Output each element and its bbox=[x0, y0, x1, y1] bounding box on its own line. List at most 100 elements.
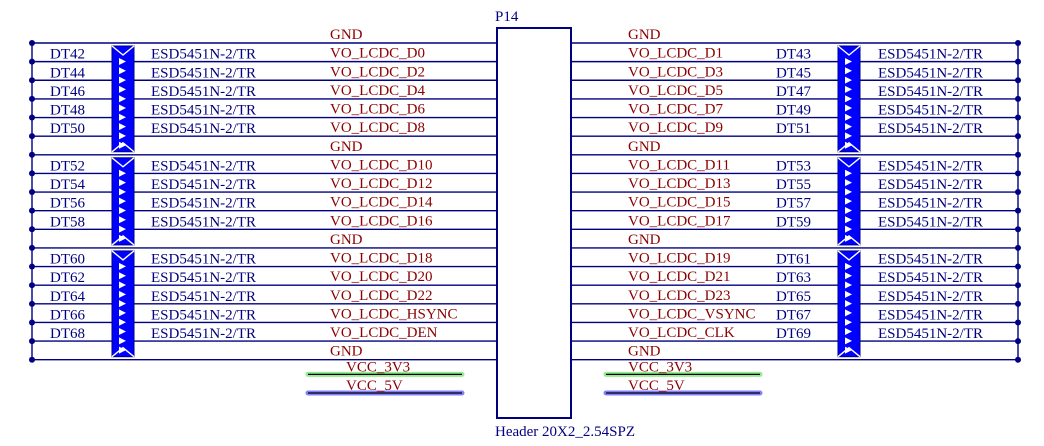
net-label-right: VO_LCDC_D21 bbox=[628, 269, 731, 285]
tvs-designator-right: DT53 bbox=[776, 158, 811, 174]
right-tvs-array-1-diode-tick bbox=[845, 76, 852, 84]
tvs-designator-left: DT64 bbox=[50, 289, 85, 305]
junction-dot-right bbox=[1015, 151, 1021, 158]
left-tvs-array-1-diode-tick bbox=[119, 132, 126, 140]
net-label-right: VO_LCDC_D13 bbox=[628, 176, 731, 192]
left-tvs-array-2-diode-tick bbox=[119, 216, 126, 224]
left-tvs-array-3-chevron-bottom bbox=[111, 346, 135, 358]
right-tvs-array-2-diode-tick bbox=[845, 169, 852, 177]
junction-dot-right bbox=[1015, 189, 1021, 196]
label-layer: 12GNDGND34VO_LCDC_D0VO_LCDC_D1DT42ESD545… bbox=[50, 27, 983, 407]
left-tvs-array-1-diode-tick bbox=[119, 95, 126, 103]
net-label-left: GND bbox=[330, 344, 363, 360]
net-label-right: VO_LCDC_CLK bbox=[628, 325, 735, 341]
tvs-part-number-left: ESD5451N-2/TR bbox=[151, 214, 256, 230]
junction-dot-right bbox=[1015, 244, 1021, 251]
net-label-right: VO_LCDC_D5 bbox=[628, 83, 723, 99]
right-tvs-array-1 bbox=[837, 45, 861, 153]
tvs-part-number-right: ESD5451N-2/TR bbox=[878, 84, 983, 100]
right-tvs-array-1-diode-tick bbox=[845, 58, 852, 65]
left-tvs-array-3-diode-tick bbox=[119, 290, 126, 298]
net-label-right: VCC_5V bbox=[628, 378, 685, 394]
left-tvs-array-3-diode-tick bbox=[119, 337, 126, 345]
right-tvs-array-1-diode-tick bbox=[845, 123, 852, 131]
right-tvs-array-1-diode-tick bbox=[845, 85, 852, 93]
tvs-designator-right: DT51 bbox=[776, 121, 811, 137]
left-tvs-array-2-diode-tick bbox=[119, 225, 126, 233]
junction-dot-right bbox=[1015, 282, 1021, 289]
net-label-left: VO_LCDC_D2 bbox=[330, 64, 425, 80]
right-tvs-array-1-diode-tick bbox=[845, 141, 852, 149]
tvs-designator-right: DT55 bbox=[776, 177, 811, 193]
junction-dot-right bbox=[1015, 58, 1021, 65]
net-label-left: VO_LCDC_D6 bbox=[330, 102, 426, 118]
tvs-designator-right: DT63 bbox=[776, 270, 811, 286]
net-label-right: VO_LCDC_D23 bbox=[628, 288, 731, 304]
tvs-part-number-right: ESD5451N-2/TR bbox=[878, 177, 983, 193]
junction-dot-left bbox=[29, 300, 35, 307]
net-label-left: VO_LCDC_D22 bbox=[330, 288, 433, 304]
left-tvs-array-1-diode-tick bbox=[119, 123, 126, 131]
net-label-right: GND bbox=[628, 139, 661, 155]
right-tvs-array-3 bbox=[837, 250, 861, 358]
net-label-left: GND bbox=[330, 27, 363, 43]
tvs-designator-right: DT69 bbox=[776, 326, 811, 342]
net-label-right: VO_LCDC_D7 bbox=[628, 102, 724, 118]
wire-layer bbox=[29, 40, 1021, 396]
net-label-right: VO_LCDC_D3 bbox=[628, 64, 723, 80]
junction-dot-right bbox=[1015, 319, 1021, 326]
junction-dot-left bbox=[29, 226, 35, 233]
tvs-part-number-left: ESD5451N-2/TR bbox=[151, 158, 256, 174]
junction-dot-right bbox=[1015, 95, 1021, 102]
net-label-right: VO_LCDC_D9 bbox=[628, 120, 723, 136]
tvs-part-number-right: ESD5451N-2/TR bbox=[878, 47, 983, 63]
junction-dot-left bbox=[29, 282, 35, 289]
net-label-left: VO_LCDC_D10 bbox=[330, 157, 433, 173]
tvs-part-number-left: ESD5451N-2/TR bbox=[151, 65, 256, 81]
junction-dot-left bbox=[29, 40, 35, 46]
right-tvs-array-3-diode-tick bbox=[845, 328, 852, 336]
tvs-part-number-right: ESD5451N-2/TR bbox=[878, 307, 983, 323]
junction-dot-left bbox=[29, 244, 35, 251]
net-label-left: VO_LCDC_D4 bbox=[330, 83, 426, 99]
right-tvs-array-3-diode-tick bbox=[845, 281, 852, 289]
left-tvs-array-2-chevron-bottom bbox=[111, 235, 135, 246]
net-label-left: VO_LCDC_D20 bbox=[330, 269, 433, 285]
left-tvs-array-3-diode-tick bbox=[119, 328, 126, 336]
left-tvs-array-1-diode-tick bbox=[119, 85, 126, 93]
net-label-left: VO_LCDC_D8 bbox=[330, 120, 425, 136]
net-label-right: VO_LCDC_D1 bbox=[628, 46, 723, 62]
tvs-designator-left: DT62 bbox=[50, 270, 85, 286]
left-tvs-array-3-diode-tick bbox=[119, 309, 126, 317]
tvs-part-number-left: ESD5451N-2/TR bbox=[151, 47, 256, 63]
right-tvs-array-1-diode-tick bbox=[845, 132, 852, 140]
left-tvs-array-3-diode-tick bbox=[119, 262, 126, 270]
right-tvs-array-2 bbox=[837, 157, 861, 246]
left-tvs-array-1-chevron-top bbox=[111, 45, 135, 56]
net-label-left: VO_LCDC_D14 bbox=[330, 195, 433, 211]
left-tvs-array-2-diode-tick bbox=[119, 169, 126, 177]
right-tvs-array-3-diode-tick bbox=[845, 309, 852, 317]
left-tvs-array-3-diode-tick bbox=[119, 272, 126, 280]
right-tvs-array-2-diode-tick bbox=[845, 225, 852, 233]
tvs-designator-left: DT50 bbox=[50, 121, 85, 137]
left-tvs-array-2-chevron-top bbox=[111, 157, 135, 168]
tvs-designator-left: DT46 bbox=[50, 84, 85, 100]
tvs-part-number-left: ESD5451N-2/TR bbox=[151, 307, 256, 323]
junction-dot-left bbox=[29, 58, 35, 65]
net-label-right: VCC_3V3 bbox=[628, 359, 692, 375]
left-tvs-array-3-chevron-top bbox=[111, 250, 135, 261]
tvs-part-number-left: ESD5451N-2/TR bbox=[151, 196, 256, 212]
left-tvs-array-3-diode-tick bbox=[119, 346, 126, 354]
left-tvs-array-2-diode-tick bbox=[119, 206, 126, 214]
left-tvs-array-1 bbox=[111, 45, 135, 153]
net-label-right: VO_LCDC_D17 bbox=[628, 213, 731, 229]
right-tvs-array-3-diode-tick bbox=[845, 290, 852, 298]
net-label-right: VO_LCDC_D19 bbox=[628, 251, 731, 267]
tvs-part-number-left: ESD5451N-2/TR bbox=[151, 103, 256, 119]
right-tvs-array-2-diode-tick bbox=[845, 234, 852, 242]
junction-dot-left bbox=[29, 77, 35, 84]
right-tvs-array-3-diode-tick bbox=[845, 337, 852, 345]
tvs-designator-right: DT45 bbox=[776, 65, 811, 81]
